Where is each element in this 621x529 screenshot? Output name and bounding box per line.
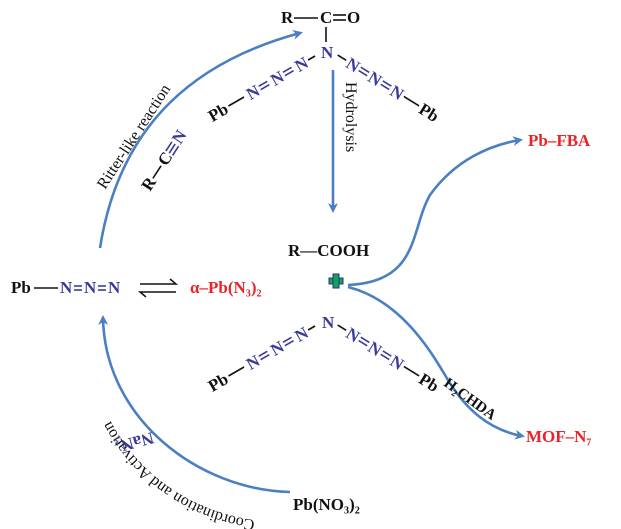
alpha-pb-azide: α–Pb(N₃)₂ [190,278,262,297]
coordination-label: Coordination and Activation [99,419,256,529]
carbonyl-o: O [347,8,360,27]
pb-left: Pb [11,278,31,297]
n3-left: N [108,278,121,297]
svg-text:N: N [292,53,313,76]
svg-text:Pb: Pb [205,99,232,125]
nitrile: R C N [137,126,191,194]
carbonyl-c: C [320,8,332,27]
svg-text:N: N [292,323,313,346]
h2chda-label: H₂CHDA [441,375,499,424]
svg-text:R: R [137,173,160,194]
product-pbfba: Pb–FBA [528,131,591,150]
azide-chain-left-bottom: N N N Pb [205,323,316,396]
equilibrium-arrows [137,278,179,298]
azide-chain-right-bottom: N N N Pb [337,324,443,396]
svg-text:N: N [343,54,364,77]
central-n-bottom: N [322,313,335,332]
lead-nitrate: Pb(NO₃)₂ [293,495,360,514]
ritter-label: Ritter-like reaction [94,81,174,192]
svg-text:N: N [343,324,364,347]
svg-text:C: C [154,148,177,169]
azide-chain-left-top: N N N Pb [205,53,316,126]
hydrolysis-label: Hydrolysis [342,82,359,152]
acid-label: R—COOH [288,241,369,260]
svg-text:N: N [243,351,264,374]
svg-text:N: N [243,81,264,104]
svg-text:Pb: Pb [416,369,443,396]
n2-left: N [84,278,97,297]
carbonyl-r: R [281,8,294,27]
n1-left: N [60,278,73,297]
plus-icon [328,273,344,289]
to-mof-arrow [347,285,525,440]
svg-text:Pb: Pb [416,99,443,126]
svg-text:N: N [267,337,288,360]
ritter-arrow [98,30,303,249]
to-pbfba-arrow [347,136,523,287]
coordination-arrow [98,315,291,494]
product-mof: MOF–N₇ [526,427,592,446]
svg-text:Pb: Pb [205,369,232,395]
svg-text:N: N [267,67,288,90]
central-n-top: N [321,43,334,62]
